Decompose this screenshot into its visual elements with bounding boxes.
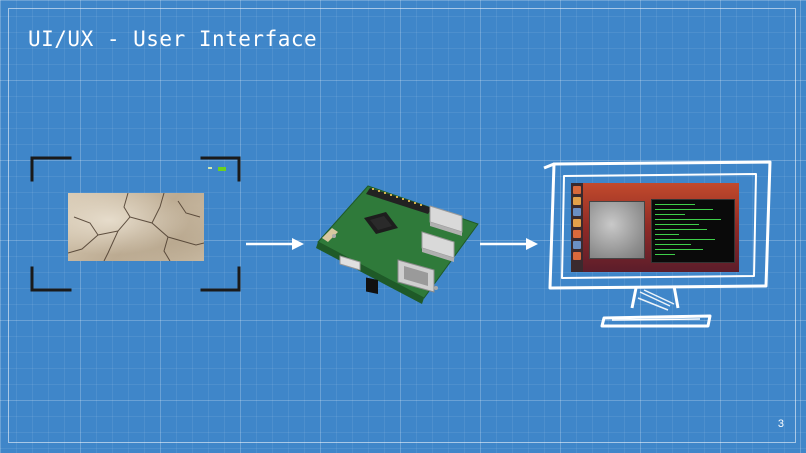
- camera-viewfinder: [30, 156, 242, 292]
- page-number: 3: [777, 418, 784, 430]
- wall-crack-icon: [68, 193, 204, 261]
- slide-border: [8, 8, 796, 443]
- page-title: UI/UX - User Interface: [28, 27, 318, 51]
- desktop-launcher: [571, 183, 583, 272]
- app-icon: [573, 219, 581, 227]
- raspberry-pi-board-icon: [316, 185, 479, 304]
- app-icon: [573, 230, 581, 238]
- monitor-screen: [571, 183, 739, 272]
- arrow-right-icon: [246, 238, 304, 250]
- monitor-icon: [543, 160, 772, 328]
- cracked-wall-image: [68, 193, 204, 261]
- camera-preview-window: [589, 201, 645, 259]
- terminal-window: [651, 199, 735, 263]
- app-icon: [573, 241, 581, 249]
- camera-viewfinder-icon: [30, 156, 241, 292]
- arrow-right-icon: [480, 238, 538, 250]
- app-icon: [573, 208, 581, 216]
- app-icon: [573, 252, 581, 260]
- app-icon: [573, 197, 581, 205]
- app-icon: [573, 186, 581, 194]
- record-led-icon: [218, 167, 226, 171]
